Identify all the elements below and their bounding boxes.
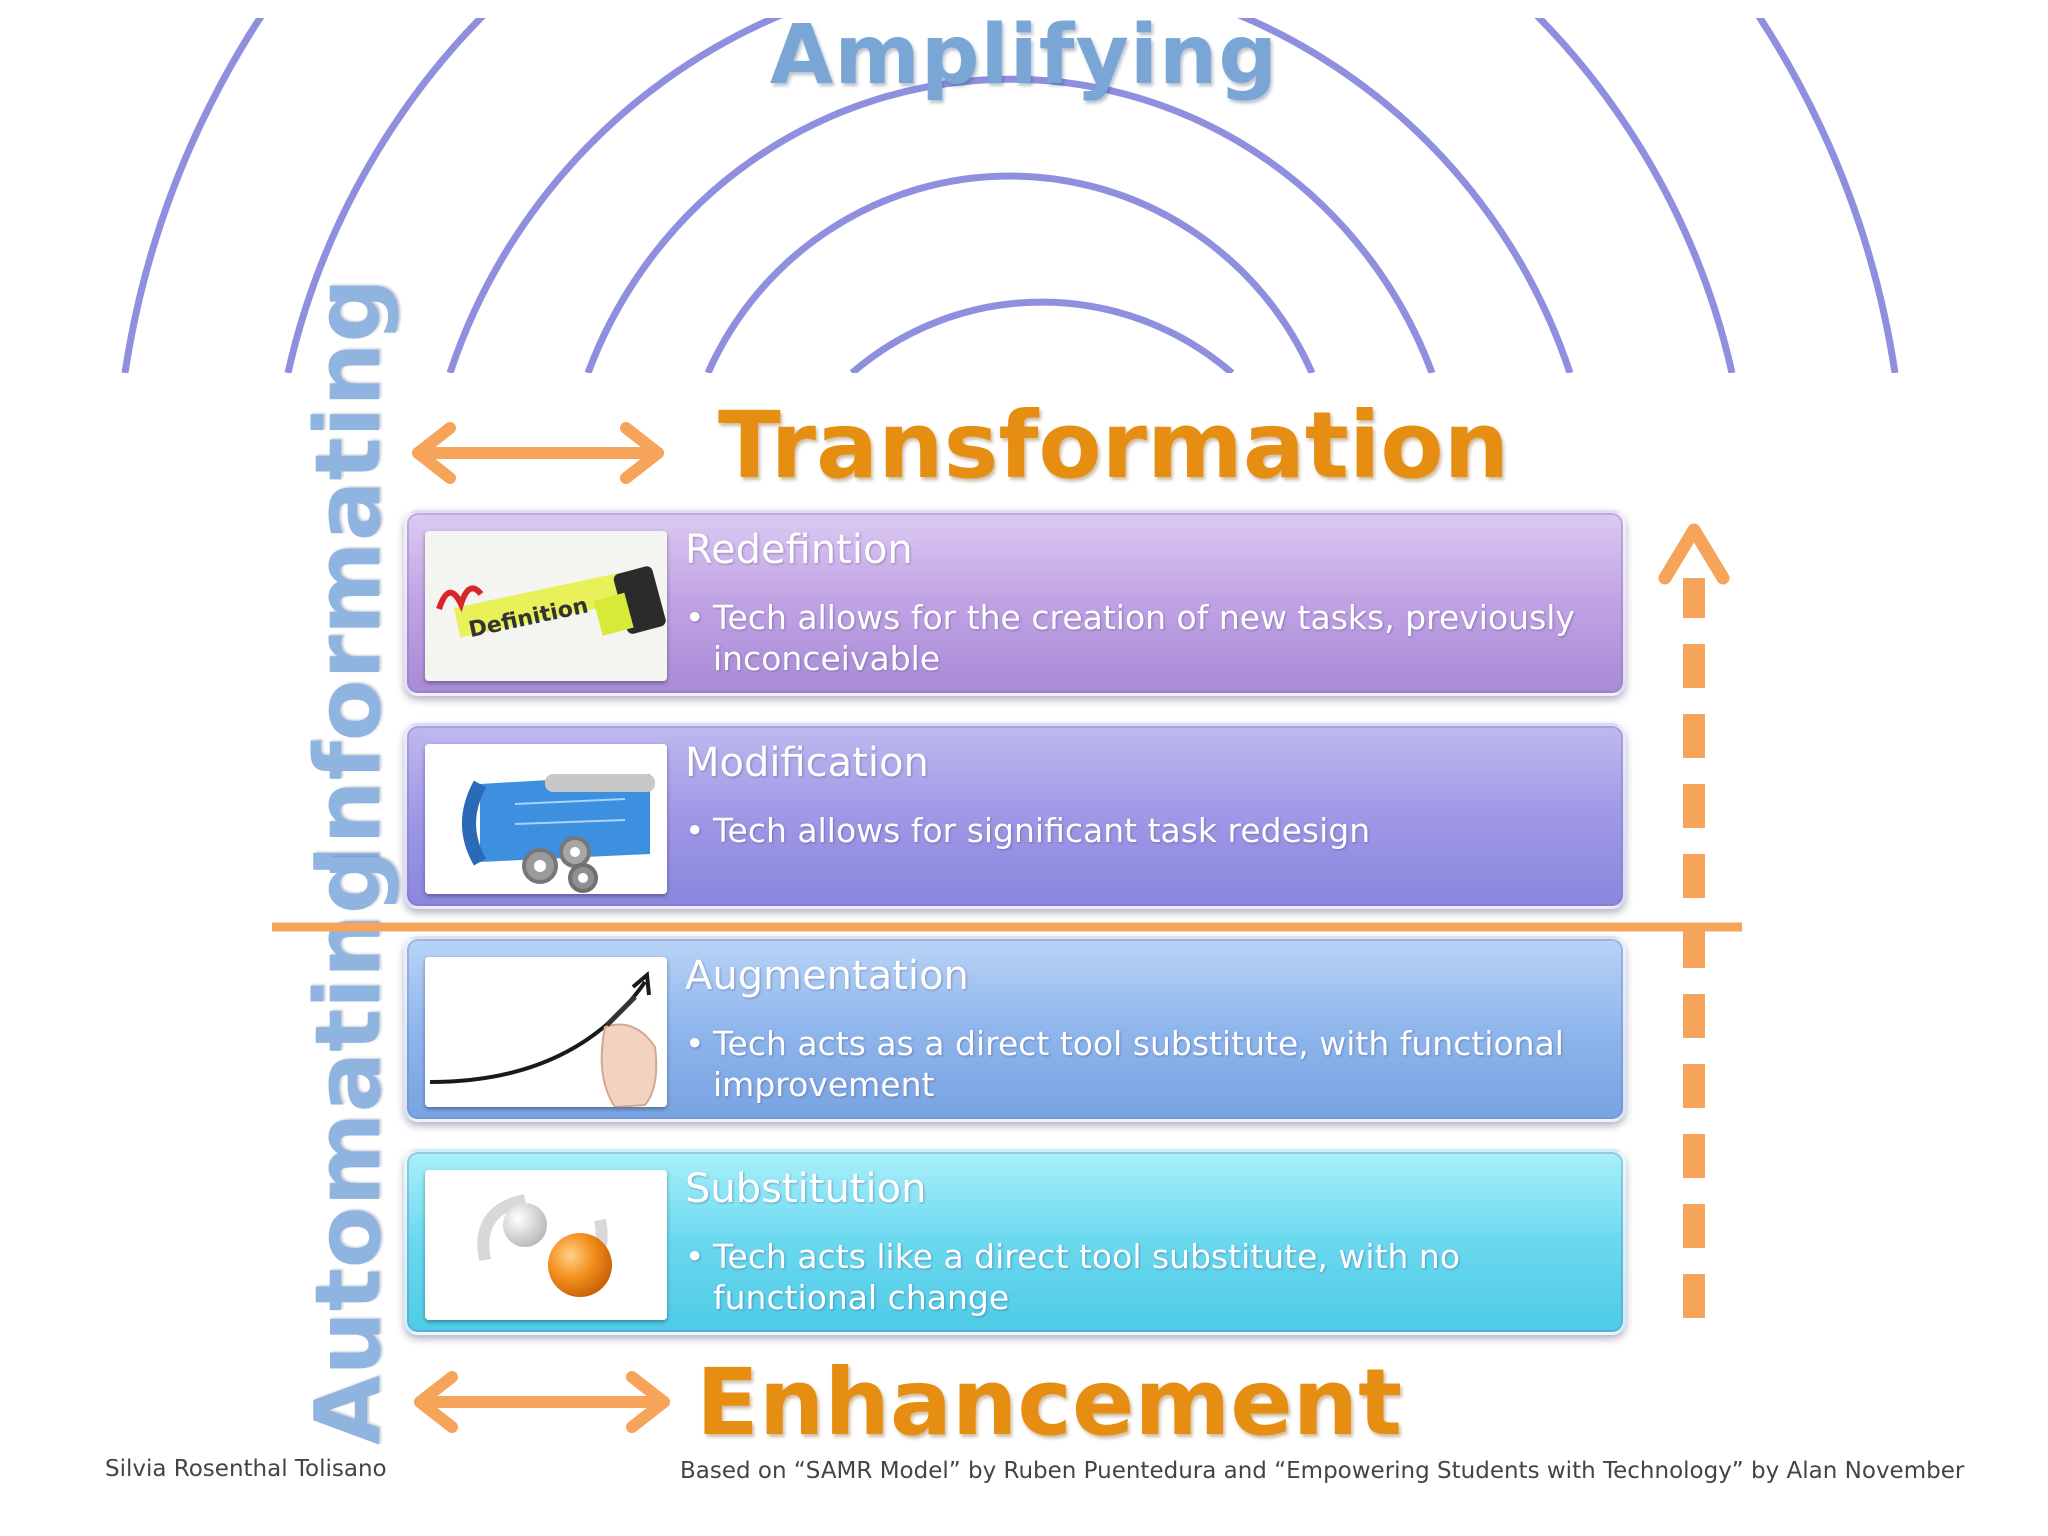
arc-6 bbox=[849, 298, 1235, 373]
transformation-heading: Transformation bbox=[718, 392, 1510, 499]
level-description: Tech acts as a direct tool substitute, w… bbox=[685, 1023, 1605, 1105]
level-title: Augmentation bbox=[685, 953, 969, 999]
dashed-up-arrow-icon bbox=[1658, 523, 1730, 1318]
amplifying-title: Amplifying bbox=[769, 8, 1279, 103]
level-title: Modification bbox=[685, 740, 929, 786]
level-description: Tech acts like a direct tool substitute,… bbox=[685, 1236, 1605, 1318]
swapping-spheres-image bbox=[425, 1170, 667, 1320]
level-augmentation: Augmentation Tech acts as a direct tool … bbox=[404, 936, 1626, 1122]
enhancement-heading: Enhancement bbox=[696, 1349, 1403, 1456]
level-substitution: Substitution Tech acts like a direct too… bbox=[404, 1149, 1626, 1335]
level-title: Substitution bbox=[685, 1166, 927, 1212]
informating-label: Informating bbox=[296, 278, 401, 878]
double-arrow-top-icon bbox=[412, 422, 664, 484]
hand-drawing-curve-image bbox=[425, 957, 667, 1107]
arc-5 bbox=[704, 172, 1316, 373]
definition-highlighter-image: Definition bbox=[425, 531, 667, 681]
level-description: Tech allows for significant task redesig… bbox=[685, 810, 1605, 851]
credit-source: Based on “SAMR Model” by Ruben Puentedur… bbox=[680, 1458, 1965, 1484]
level-title: Redefintion bbox=[685, 527, 913, 573]
blueprint-gears-image bbox=[425, 744, 667, 894]
level-modification: Modification Tech allows for significant… bbox=[404, 723, 1626, 909]
arc-3 bbox=[446, 18, 1574, 373]
arc-4 bbox=[584, 75, 1436, 373]
amplifying-arcs bbox=[121, 18, 1899, 373]
double-arrow-bottom-icon bbox=[414, 1371, 670, 1433]
automating-label: Automating bbox=[296, 849, 401, 1445]
level-redefinition: Definition Redefintion Tech allows for t… bbox=[404, 510, 1626, 696]
credit-author: Silvia Rosenthal Tolisano bbox=[105, 1456, 387, 1482]
arc-2 bbox=[284, 18, 1736, 373]
level-description: Tech allows for the creation of new task… bbox=[685, 597, 1605, 679]
